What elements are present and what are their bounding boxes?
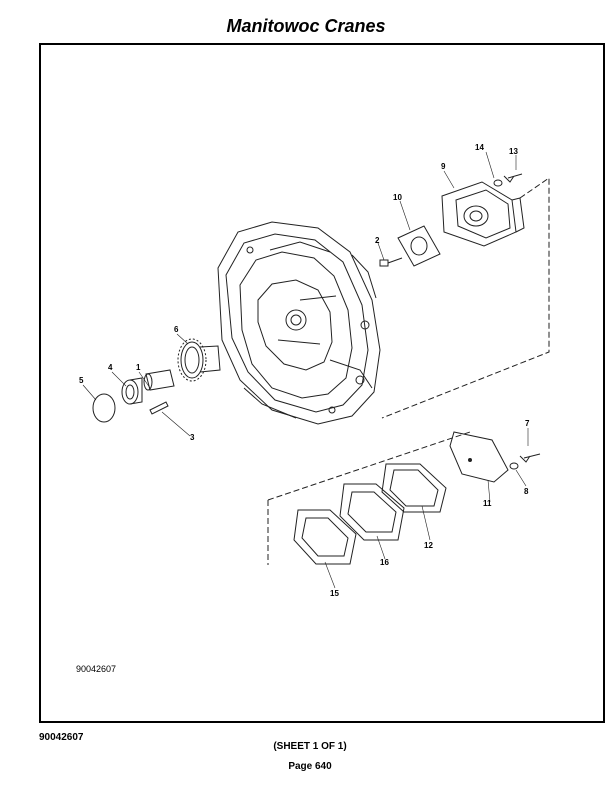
part-11-cover-plate bbox=[449, 431, 509, 483]
callout-15: 15 bbox=[330, 589, 339, 598]
part-14-washer bbox=[493, 179, 503, 187]
part-7-bolt bbox=[519, 453, 541, 463]
footer-drawing-number: 90042607 bbox=[39, 732, 84, 743]
callout-4: 4 bbox=[108, 363, 113, 372]
part-9-cover bbox=[441, 181, 525, 247]
callout-9: 9 bbox=[441, 162, 446, 171]
bracket-lower bbox=[267, 431, 471, 565]
part-16-gasket bbox=[339, 483, 405, 541]
callout-3: 3 bbox=[190, 433, 195, 442]
part-12-gasket bbox=[381, 463, 447, 513]
callout-13: 13 bbox=[509, 147, 518, 156]
callout-6: 6 bbox=[174, 325, 179, 334]
callout-8: 8 bbox=[524, 487, 529, 496]
drawing-number: 90042607 bbox=[76, 664, 117, 674]
drawing-frame bbox=[39, 43, 605, 723]
part-15-gasket bbox=[293, 509, 357, 565]
callout-11: 11 bbox=[483, 499, 492, 508]
callout-1: 1 bbox=[136, 363, 141, 372]
callout-16: 16 bbox=[380, 558, 389, 567]
part-6-gear bbox=[177, 338, 221, 382]
page-number: Page 640 bbox=[288, 761, 332, 772]
part-2-bolt bbox=[379, 257, 403, 267]
part-8-washer bbox=[509, 462, 519, 470]
part-1-sleeve bbox=[143, 369, 175, 391]
sheet-label: (SHEET 1 OF 1) bbox=[273, 741, 347, 752]
callout-10: 10 bbox=[393, 193, 402, 202]
callout-14: 14 bbox=[475, 143, 484, 152]
part-3-pin bbox=[149, 401, 169, 415]
callout-12: 12 bbox=[424, 541, 433, 550]
housing-casting bbox=[217, 221, 381, 425]
part-10-gasket bbox=[397, 225, 441, 267]
page-title: Manitowoc Cranes bbox=[226, 16, 386, 36]
callout-7: 7 bbox=[525, 419, 530, 428]
callout-2: 2 bbox=[375, 236, 380, 245]
bracket-upper bbox=[381, 177, 550, 419]
part-5-snap-ring bbox=[92, 393, 116, 423]
part-4-bearing bbox=[121, 377, 143, 405]
callout-5: 5 bbox=[79, 376, 84, 385]
part-13-bolt bbox=[503, 173, 523, 183]
